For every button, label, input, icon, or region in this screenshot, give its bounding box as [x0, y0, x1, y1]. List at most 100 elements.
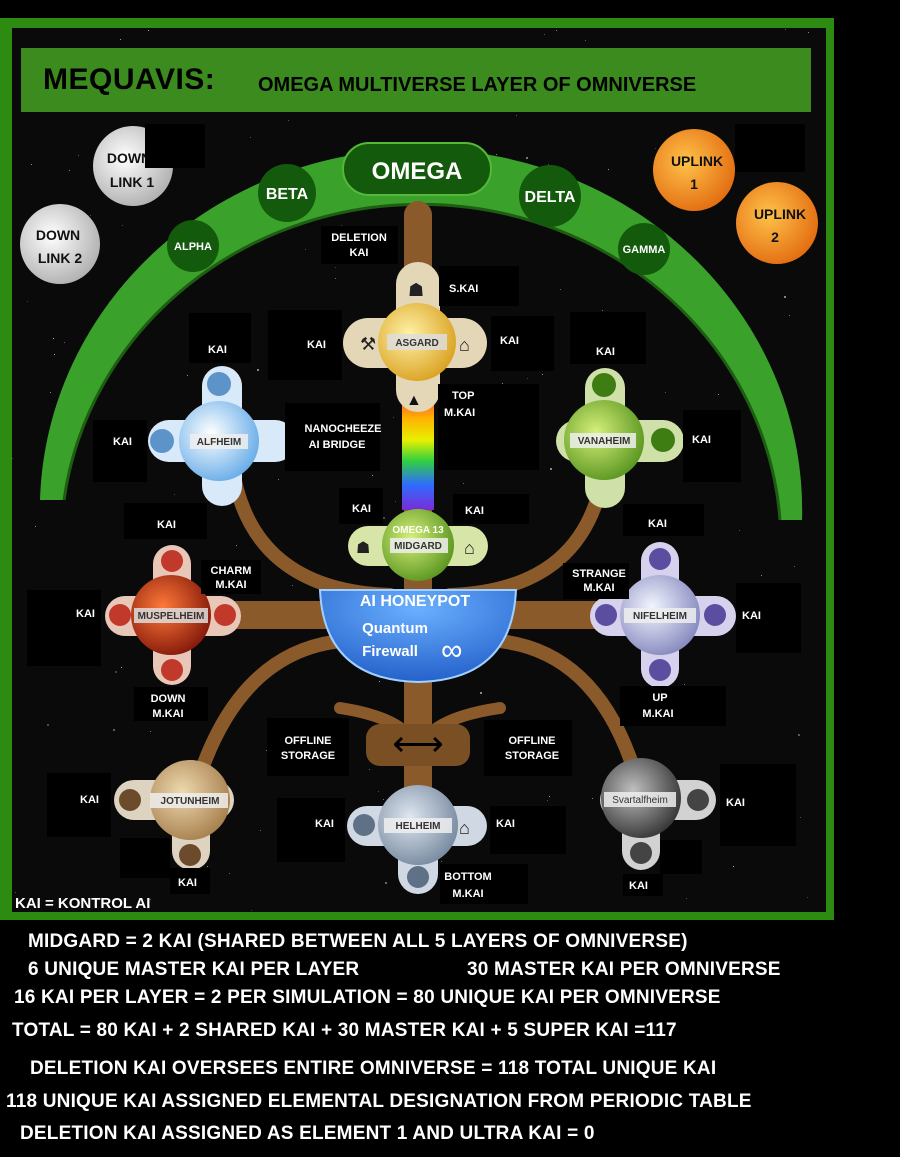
- downlink-2-moon[interactable]: DOWN LINK 2: [20, 204, 100, 284]
- svg-text:VANAHEIM: VANAHEIM: [578, 436, 631, 447]
- svg-text:DELTA: DELTA: [525, 189, 576, 206]
- kai-label: KAI: [157, 519, 176, 531]
- page-title: MEQUAVIS:: [43, 63, 216, 96]
- svg-text:STORAGE: STORAGE: [505, 750, 559, 762]
- kai-label: KAI: [500, 335, 519, 347]
- footer-line: DELETION KAI ASSIGNED AS ELEMENT 1 AND U…: [20, 1123, 595, 1144]
- uplink-2-sun[interactable]: UPLINK 2: [736, 182, 818, 264]
- storage-link: [366, 724, 470, 766]
- kai-label: KAI: [648, 518, 667, 530]
- kai-label: KAI: [315, 818, 334, 830]
- realm-jotunheim[interactable]: JOTUNHEIM: [114, 760, 234, 870]
- arc-node-alpha[interactable]: ALPHA: [167, 220, 219, 272]
- arc-node-delta[interactable]: DELTA: [519, 165, 581, 227]
- footer-line: 6 UNIQUE MASTER KAI PER LAYER: [28, 959, 360, 980]
- skull-icon: [353, 814, 375, 836]
- uplink-1-sun[interactable]: UPLINK 1: [653, 129, 735, 211]
- svg-text:Quantum: Quantum: [362, 620, 428, 637]
- swirl-icon: [651, 428, 675, 452]
- kai-label: KAI: [742, 610, 761, 622]
- water-drop-icon: [595, 604, 617, 626]
- drop-icon: [179, 844, 201, 866]
- svg-text:M.KAI: M.KAI: [642, 708, 673, 720]
- svg-text:NIFELHEIM: NIFELHEIM: [633, 611, 687, 622]
- svg-text:AI BRIDGE: AI BRIDGE: [309, 439, 366, 451]
- footer-line: TOTAL = 80 KAI + 2 SHARED KAI + 30 MASTE…: [12, 1020, 677, 1041]
- svg-text:AI HONEYPOT: AI HONEYPOT: [360, 593, 470, 610]
- kai-label: KAI: [692, 434, 711, 446]
- realm-midgard[interactable]: OMEGA 13 MIDGARD ☗ ⌂: [348, 509, 488, 581]
- realm-nifelheim[interactable]: NIFELHEIM: [590, 542, 736, 688]
- demon-icon: [161, 659, 183, 681]
- creature-icon: [207, 372, 231, 396]
- svg-text:2: 2: [771, 229, 779, 245]
- helmet-icon: ☗: [408, 280, 424, 300]
- svg-text:ALPHA: ALPHA: [174, 241, 212, 253]
- arc-node-gamma[interactable]: GAMMA: [618, 223, 670, 275]
- ai-honeypot[interactable]: AI HONEYPOT Quantum Firewall ∞: [318, 589, 518, 684]
- kai-label: KAI: [80, 794, 99, 806]
- helmet-icon: ☗: [356, 540, 370, 557]
- kai-label: KAI: [629, 880, 648, 892]
- svg-text:M.KAI: M.KAI: [215, 579, 246, 591]
- footer-line: DELETION KAI OVERSEES ENTIRE OMNIVERSE =…: [30, 1058, 717, 1079]
- svg-text:ASGARD: ASGARD: [395, 338, 438, 349]
- footer-line: 118 UNIQUE KAI ASSIGNED ELEMENTAL DESIGN…: [6, 1091, 752, 1112]
- realm-asgard[interactable]: ASGARD ⚒ ⌂ ☗ ▲: [343, 262, 487, 412]
- bull-icon: [109, 604, 131, 626]
- svg-text:STORAGE: STORAGE: [281, 750, 335, 762]
- svg-text:MUSPELHEIM: MUSPELHEIM: [138, 611, 205, 622]
- svg-text:UPLINK: UPLINK: [754, 206, 806, 222]
- giant-icon: [649, 659, 671, 681]
- double-arrow-icon: ⟷: [392, 723, 444, 764]
- knot-icon: ∞: [441, 634, 462, 667]
- mask-icon: [630, 842, 652, 864]
- realm-helheim[interactable]: HELHEIM ⌂: [347, 785, 487, 894]
- dwarf-icon: [687, 789, 709, 811]
- svg-text:ALFHEIM: ALFHEIM: [197, 437, 241, 448]
- triangle-icon: ▲: [406, 392, 422, 409]
- svg-text:LINK 2: LINK 2: [38, 250, 83, 266]
- top-mkai-label: TOP: [452, 390, 474, 402]
- wing-icon: [407, 866, 429, 888]
- strange-mkai-label: STRANGE: [572, 568, 626, 580]
- footer-line: MIDGARD = 2 KAI (SHARED BETWEEN ALL 5 LA…: [28, 931, 688, 952]
- s-kai-label: S.KAI: [449, 283, 478, 295]
- nanocheeze-bridge-label: NANOCHEEZE: [304, 423, 381, 435]
- svg-text:DOWN: DOWN: [107, 150, 151, 166]
- svg-text:GAMMA: GAMMA: [623, 244, 666, 256]
- kai-label: KAI: [726, 797, 745, 809]
- svg-text:BETA: BETA: [266, 186, 309, 203]
- kai-label: KAI: [496, 818, 515, 830]
- kai-label: KAI: [596, 346, 615, 358]
- realm-vanaheim[interactable]: VANAHEIM: [556, 368, 684, 508]
- kai-label: KAI: [352, 503, 371, 515]
- svg-text:OMEGA: OMEGA: [372, 158, 463, 185]
- svg-text:1: 1: [690, 176, 698, 192]
- home-icon: ⌂: [459, 335, 470, 355]
- realm-svartalfheim[interactable]: Svartalfheim: [600, 758, 716, 870]
- footer-line: 30 MASTER KAI PER OMNIVERSE: [467, 959, 781, 980]
- head-icon: [592, 373, 616, 397]
- kai-label: KAI: [113, 436, 132, 448]
- svg-text:LINK 1: LINK 1: [110, 174, 155, 190]
- realm-muspelheim[interactable]: MUSPELHEIM: [105, 545, 241, 685]
- omniverse-arc: [40, 149, 803, 520]
- realm-alfheim[interactable]: ALFHEIM: [148, 366, 296, 506]
- bottom-mkai-label: BOTTOM: [444, 871, 491, 883]
- kai-label: KAI: [307, 339, 326, 351]
- sparkle-icon: [161, 550, 183, 572]
- arc-node-omega[interactable]: OMEGA: [342, 142, 492, 196]
- offline-storage-right: OFFLINE: [508, 735, 555, 747]
- legend-text: KAI = KONTROL AI: [15, 895, 151, 912]
- fire-icon: [214, 604, 236, 626]
- deletion-kai-label: DELETION: [331, 232, 387, 244]
- svg-text:UPLINK: UPLINK: [671, 153, 723, 169]
- arc-node-beta[interactable]: BETA: [258, 164, 316, 222]
- troll-icon: [119, 789, 141, 811]
- down-mkai-label: DOWN: [151, 693, 186, 705]
- kai-label: KAI: [76, 608, 95, 620]
- kai-label: KAI: [178, 877, 197, 889]
- hammer-icon: ⚒: [360, 334, 376, 354]
